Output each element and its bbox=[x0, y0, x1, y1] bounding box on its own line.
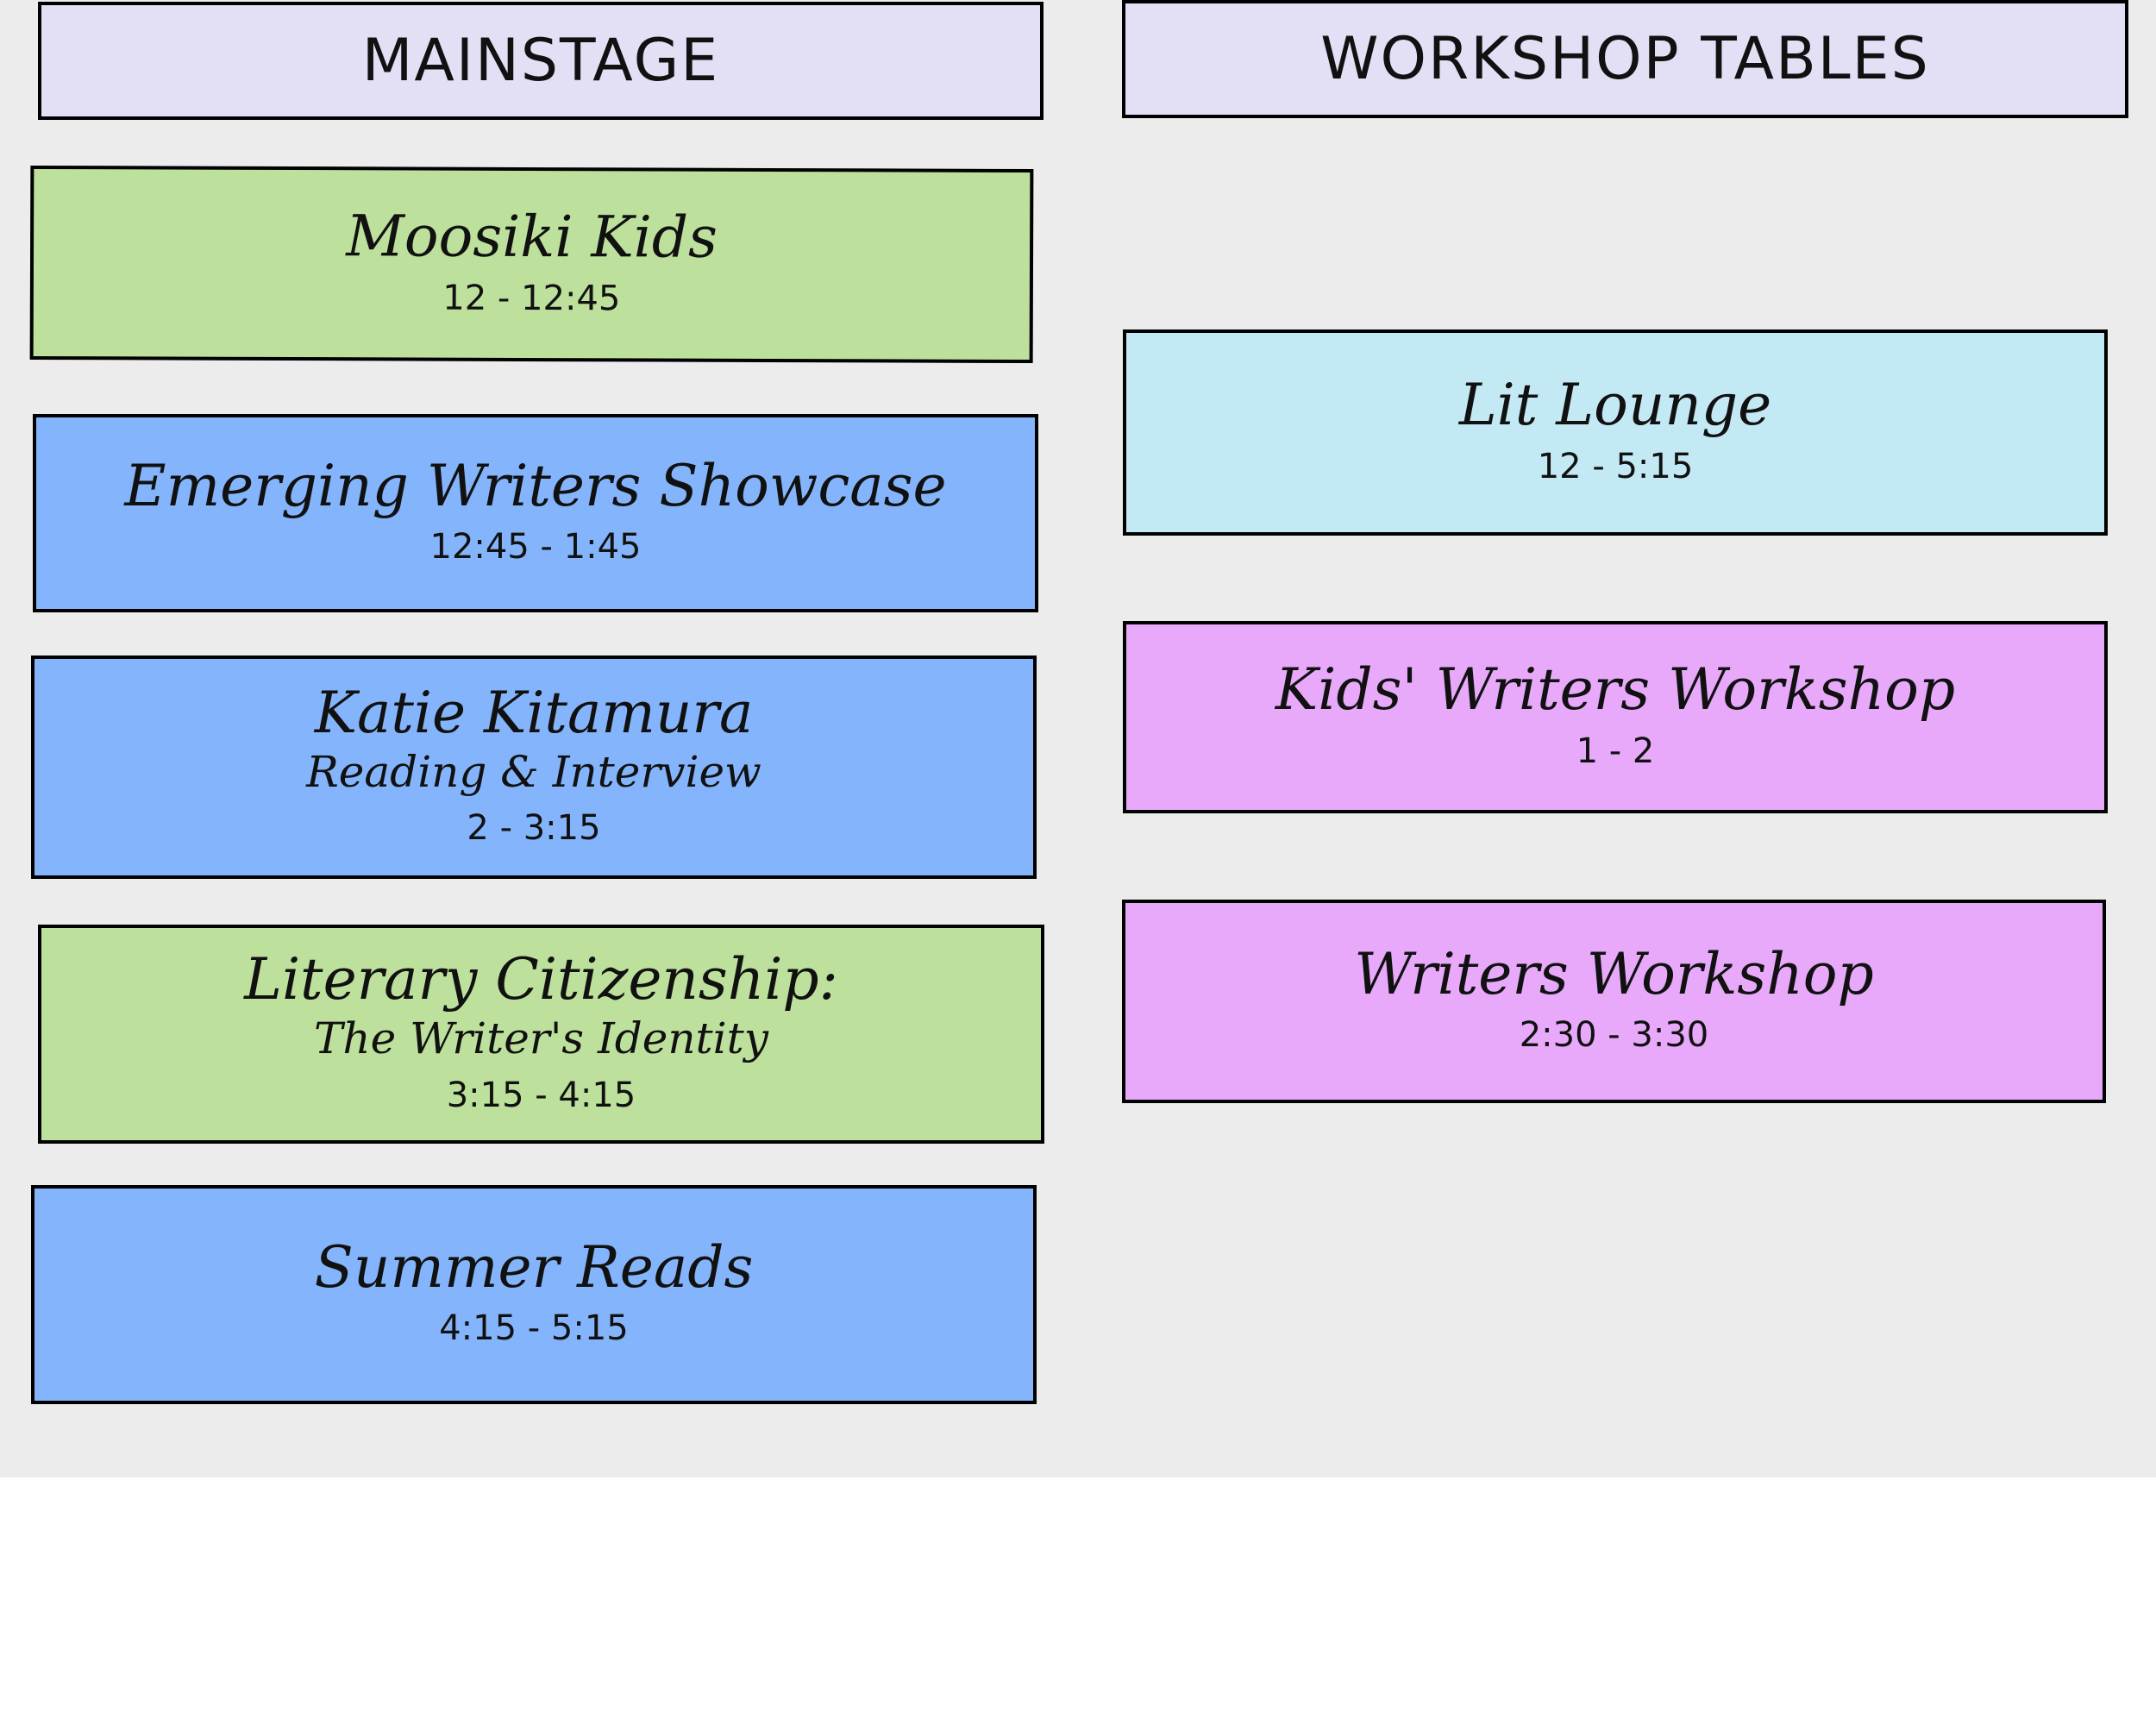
event-literary-citizenship: Literary Citizenship: The Writer's Ident… bbox=[38, 925, 1044, 1144]
mainstage-header-label: MAINSTAGE bbox=[361, 27, 720, 95]
event-time: 2:30 - 3:30 bbox=[1519, 1015, 1709, 1056]
event-subtitle: Reading & Interview bbox=[306, 746, 761, 797]
mainstage-header: MAINSTAGE bbox=[38, 2, 1044, 120]
workshop-header: WORKSHOP TABLES bbox=[1122, 0, 2128, 118]
event-title: Summer Reads bbox=[314, 1233, 754, 1301]
schedule-board: MAINSTAGE WORKSHOP TABLES Moosiki Kids 1… bbox=[0, 0, 2156, 1477]
event-writers-workshop: Writers Workshop 2:30 - 3:30 bbox=[1122, 900, 2106, 1103]
event-emerging-writers-showcase: Emerging Writers Showcase 12:45 - 1:45 bbox=[33, 414, 1038, 612]
workshop-header-label: WORKSHOP TABLES bbox=[1320, 25, 1930, 93]
event-time: 1 - 2 bbox=[1576, 731, 1655, 771]
event-title: Literary Citizenship: bbox=[244, 946, 838, 1013]
event-title: Emerging Writers Showcase bbox=[124, 452, 947, 519]
event-time: 4:15 - 5:15 bbox=[439, 1308, 629, 1349]
event-title: Lit Lounge bbox=[1458, 372, 1772, 439]
event-moosiki-kids: Moosiki Kids 12 - 12:45 bbox=[29, 165, 1034, 364]
event-katie-kitamura: Katie Kitamura Reading & Interview 2 - 3… bbox=[31, 656, 1037, 879]
event-lit-lounge: Lit Lounge 12 - 5:15 bbox=[1123, 329, 2108, 536]
event-title: Kids' Writers Workshop bbox=[1275, 656, 1956, 724]
event-kids-writers-workshop: Kids' Writers Workshop 1 - 2 bbox=[1123, 621, 2108, 813]
event-title: Moosiki Kids bbox=[346, 203, 718, 271]
event-time: 12 - 12:45 bbox=[442, 278, 621, 319]
event-time: 12:45 - 1:45 bbox=[429, 527, 642, 568]
event-title: Katie Kitamura bbox=[314, 679, 754, 746]
event-summer-reads: Summer Reads 4:15 - 5:15 bbox=[31, 1185, 1037, 1404]
event-time: 3:15 - 4:15 bbox=[446, 1075, 636, 1115]
event-title: Writers Workshop bbox=[1354, 940, 1874, 1007]
event-time: 12 - 5:15 bbox=[1537, 446, 1694, 486]
event-subtitle: The Writer's Identity bbox=[314, 1013, 768, 1064]
event-time: 2 - 3:15 bbox=[467, 808, 601, 849]
